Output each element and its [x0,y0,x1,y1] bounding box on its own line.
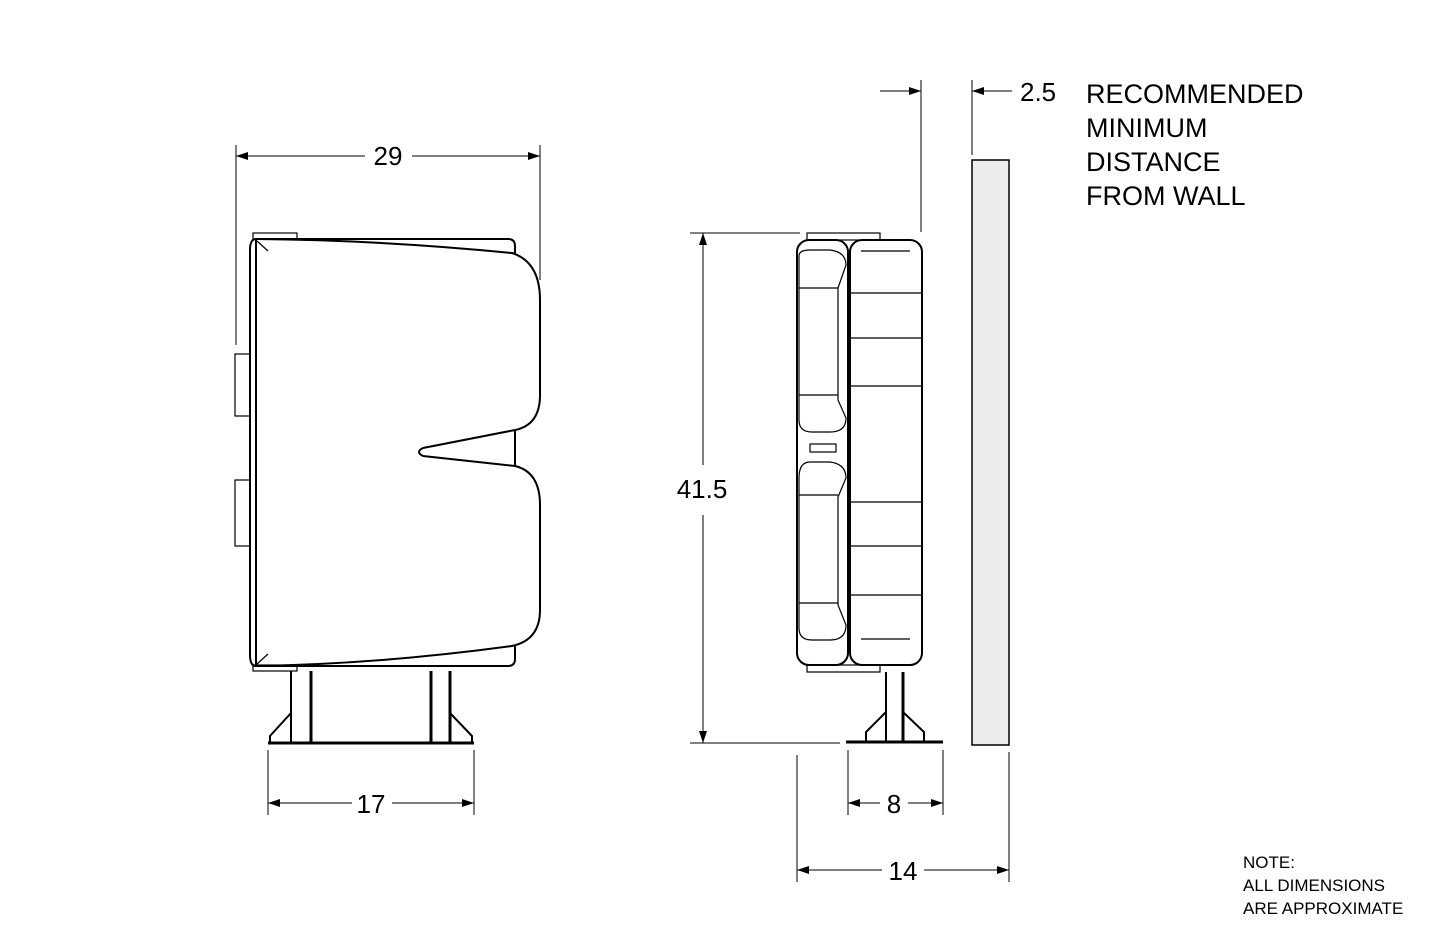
dimension-wall-gap: 2.5 [1020,77,1056,107]
dimension-stand-depth: 8 [887,789,901,819]
wall [971,159,1010,746]
depth-view: 41.5 2.5 RECOMMENDED MINIMUM [677,77,1304,886]
svg-text:ARE APPROXIMATE: ARE APPROXIMATE [1243,899,1403,918]
note: NOTE: ALL DIMENSIONS ARE APPROXIMATE [1243,853,1403,918]
svg-text:DISTANCE: DISTANCE [1086,147,1221,177]
dimension-base-width: 17 [357,789,386,819]
side-view: 29 17 [234,141,541,819]
dimension-height: 41.5 [677,474,728,504]
svg-text:NOTE:: NOTE: [1243,853,1295,872]
svg-text:ALL DIMENSIONS: ALL DIMENSIONS [1243,876,1385,895]
svg-text:MINIMUM: MINIMUM [1086,113,1207,143]
dimension-width: 29 [374,141,403,171]
wall-distance-label: RECOMMENDED MINIMUM DISTANCE FROM WALL [1086,79,1304,211]
svg-text:RECOMMENDED: RECOMMENDED [1086,79,1304,109]
svg-text:FROM WALL: FROM WALL [1086,181,1246,211]
dimension-depth: 14 [889,856,918,886]
